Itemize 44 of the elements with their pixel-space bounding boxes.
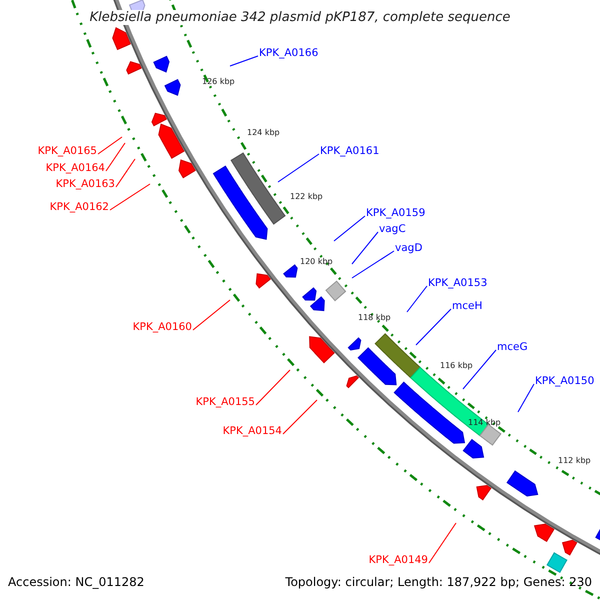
scale-label: 114 kbp — [468, 419, 501, 427]
leader-line — [98, 136, 122, 154]
gene-label: KPK_A0155 — [196, 397, 255, 408]
leader-line — [116, 158, 136, 188]
summary-note: Topology: circular; Length: 187,922 bp; Genes: 230 — [285, 576, 592, 588]
gene-label: mceH — [452, 301, 482, 312]
leader-line — [406, 286, 428, 312]
gene-label: KPK_A0150 — [535, 376, 594, 386]
accession-note: Accession: NC_011282 — [8, 576, 144, 588]
gene-label: KPK_A0161 — [320, 146, 380, 156]
scale-label: 122 kbp — [290, 193, 323, 201]
scale-label: 124 kbp — [247, 129, 280, 137]
gene-label: mceG — [497, 342, 528, 352]
scale-label: 118 kbp — [358, 314, 391, 322]
leader-line — [278, 154, 320, 182]
leader-line — [352, 250, 394, 278]
gene-label: KPK_A0154 — [222, 426, 282, 436]
gene-label: KPK_A0149 — [368, 555, 428, 566]
scale-label: 126 kbp — [202, 78, 235, 86]
leader-line — [256, 370, 290, 406]
gene-label: KPK_A0163 — [56, 179, 115, 190]
gene-label: vagC — [379, 224, 406, 234]
scale-label: 120 kbp — [300, 258, 333, 266]
leader-line — [462, 350, 496, 390]
scale-label: 116 kbp — [440, 362, 473, 370]
leader-line — [352, 232, 378, 264]
gene-label: vagD — [395, 243, 422, 254]
leader-line — [230, 56, 258, 66]
gene-label: KPK_A0164 — [46, 163, 105, 174]
gene-label: KPK_A0153 — [428, 278, 488, 288]
leader-line — [106, 142, 126, 172]
leader-line — [334, 216, 366, 242]
gene-label: KPK_A0160 — [132, 322, 192, 332]
leader-line — [282, 400, 318, 434]
leader-line — [416, 308, 452, 346]
gene-label: KPK_A0166 — [259, 48, 318, 58]
leader-line — [518, 384, 534, 412]
leader-line — [428, 522, 456, 564]
leader-line — [110, 184, 150, 210]
gene-label: KPK_A0162 — [50, 202, 109, 212]
scale-label: 112 kbp — [558, 457, 591, 465]
gene-label: KPK_A0165 — [38, 146, 97, 156]
leader-line — [192, 300, 230, 330]
gene-label: KPK_A0159 — [366, 208, 426, 218]
